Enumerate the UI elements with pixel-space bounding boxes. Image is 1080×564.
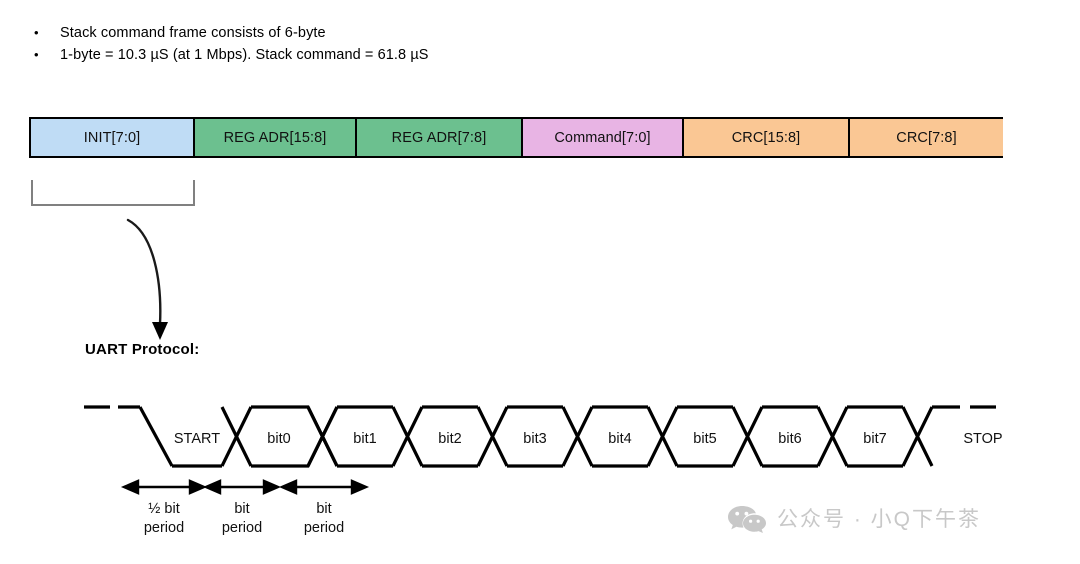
frame-cell-reg-adr-high: REG ADR[15:8] [195, 119, 357, 156]
frame-cell-label: CRC[7:8] [896, 129, 957, 146]
timing-arrow-2-head-left [202, 479, 222, 495]
bit-cell-bit1 [337, 405, 424, 468]
wave-label-bit2: bit2 [438, 431, 461, 447]
frame-cell-label: REG ADR[7:8] [391, 129, 487, 146]
timing-caption-2: bit period [202, 500, 282, 538]
bit-cell-bit7 [847, 405, 934, 468]
wave-label-stop: STOP [963, 431, 1002, 447]
bullet-marker-icon: • [34, 25, 39, 40]
bit-period-timing-group: ½ bit period bit period bit period [118, 478, 418, 558]
timing-caption-1: ½ bit period [124, 500, 204, 538]
timing-caption-line2: period [221, 520, 263, 536]
wave-label-bit0: bit0 [267, 431, 290, 447]
wave-label-bit7: bit7 [863, 431, 886, 447]
timing-caption-line1: ½ bit [148, 501, 180, 517]
bullet-list: • Stack command frame consists of 6-byte… [30, 22, 730, 66]
init-byte-bracket [31, 180, 195, 206]
frame-cell-crc-low: CRC[7:8] [850, 119, 1003, 156]
watermark: 公众号 · 小Q下午茶 [727, 503, 981, 533]
start-falling-edge [138, 406, 174, 467]
callout-arrow-icon [126, 218, 168, 340]
frame-cell-label: CRC[15:8] [731, 129, 801, 146]
wave-label-start: START [174, 431, 220, 447]
timing-arrow-row [120, 479, 370, 495]
bit-cell-group [251, 405, 934, 468]
frame-cell-crc-high: CRC[15:8] [684, 119, 850, 156]
wechat-icon [728, 506, 766, 533]
frame-cell-reg-adr-low: REG ADR[7:8] [357, 119, 523, 156]
timing-arrow-1-head-right [188, 479, 208, 495]
timing-caption-line1: bit [234, 501, 250, 517]
list-item: • Stack command frame consists of 6-byte [30, 22, 730, 44]
timing-arrow-3-head-left [278, 479, 298, 495]
list-item: • 1-byte = 10.3 µS (at 1 Mbps). Stack co… [30, 44, 730, 66]
bit-cell-bit2 [422, 405, 509, 468]
frame-cell-init: INIT[7:0] [31, 119, 195, 156]
bullet-text: 1-byte = 10.3 µS (at 1 Mbps). Stack comm… [60, 47, 429, 63]
bit-cell-bit4 [592, 405, 679, 468]
timing-caption-3: bit period [284, 500, 364, 538]
timing-caption-line2: period [303, 520, 345, 536]
uart-waveform-diagram: START bit0 bit1 bit2 bit3 bit4 bit5 bit6… [84, 405, 1003, 468]
uart-protocol-heading: UART Protocol: [85, 341, 200, 358]
bullet-text: Stack command frame consists of 6-byte [60, 25, 326, 41]
frame-cell-command: Command[7:0] [523, 119, 684, 156]
wave-label-bit3: bit3 [523, 431, 546, 447]
bit-cell-bit5 [677, 405, 764, 468]
bit-cell-bit3 [507, 405, 594, 468]
watermark-text: 公众号 · 小Q下午茶 [777, 508, 981, 531]
timing-caption-line1: bit [316, 501, 332, 517]
timing-arrow-2-head-right [262, 479, 282, 495]
timing-arrow-1-head-left [120, 479, 140, 495]
frame-cell-label: Command[7:0] [554, 129, 651, 146]
timing-arrow-3-head-right [350, 479, 370, 495]
wave-label-bit1: bit1 [353, 431, 376, 447]
bit-cell-bit6 [762, 405, 849, 468]
frame-cell-label: REG ADR[15:8] [223, 129, 327, 146]
wave-label-bit6: bit6 [778, 431, 801, 447]
wave-label-bit4: bit4 [608, 431, 631, 447]
timing-caption-line2: period [143, 520, 185, 536]
crossing-1 [306, 406, 339, 467]
crossing-0 [220, 406, 253, 467]
bullet-marker-icon: • [34, 47, 39, 62]
frame-cell-label: INIT[7:0] [83, 129, 141, 146]
wave-label-bit5: bit5 [693, 431, 716, 447]
stack-command-frame-bar: INIT[7:0] REG ADR[15:8] REG ADR[7:8] Com… [29, 117, 1003, 158]
